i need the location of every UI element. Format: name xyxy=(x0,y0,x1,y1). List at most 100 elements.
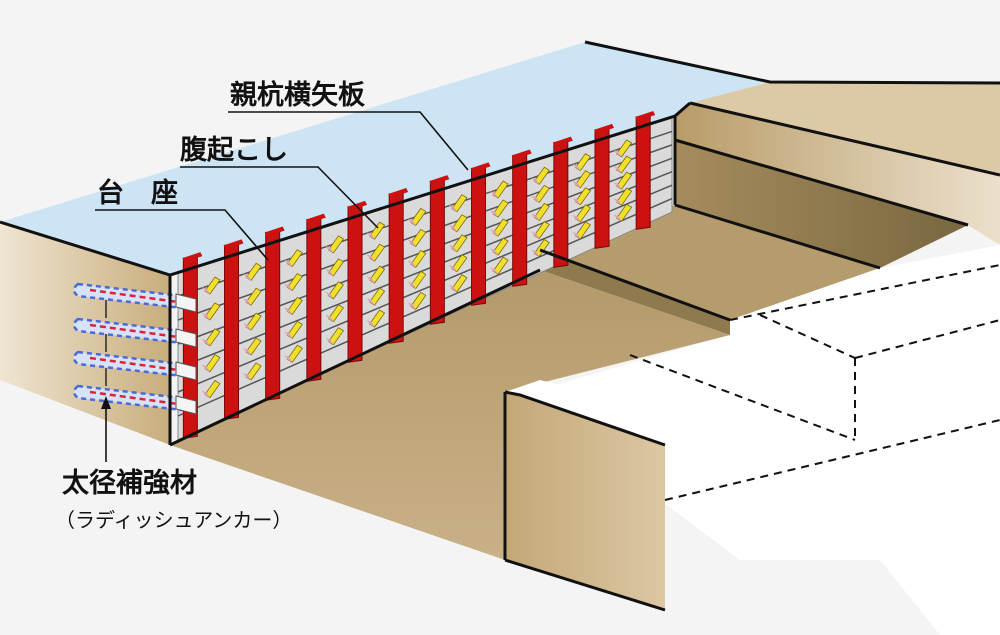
left-soil-base xyxy=(0,380,500,635)
soldier-pile xyxy=(306,217,322,382)
pedestal-base xyxy=(448,224,457,232)
pedestal xyxy=(616,139,633,158)
pile-cap xyxy=(552,136,573,147)
soldier-pile xyxy=(265,229,281,401)
pile-cap xyxy=(388,187,409,198)
pedestal-base xyxy=(243,273,252,281)
front-block-top xyxy=(505,380,740,445)
pedestal xyxy=(204,276,221,295)
pedestal-base xyxy=(243,348,252,356)
pedestal-base xyxy=(407,302,416,310)
anchor-plate xyxy=(175,293,197,313)
pedestal xyxy=(574,170,592,189)
pedestal-base xyxy=(572,231,581,239)
pedestal xyxy=(245,337,262,356)
soldier-pile xyxy=(388,191,404,344)
pedestal xyxy=(533,184,550,203)
front-block-face xyxy=(505,392,665,610)
pedestal-base xyxy=(325,268,334,276)
pedestal-base xyxy=(325,291,334,299)
pedestal xyxy=(574,221,592,240)
pedestal xyxy=(204,302,221,321)
pedestal xyxy=(204,354,221,373)
pedestal-base xyxy=(284,259,293,267)
pedestal-base xyxy=(284,283,293,291)
pedestal-base xyxy=(613,149,622,157)
pedestal xyxy=(245,262,262,281)
soldier-pile xyxy=(553,140,569,268)
pedestal-base xyxy=(531,231,540,239)
soldier-pile xyxy=(512,152,528,287)
dashed-future-lines xyxy=(629,264,1000,501)
pedestal-base xyxy=(448,264,457,272)
excavation-floor xyxy=(170,270,730,560)
waler-line xyxy=(177,184,673,393)
pile-cap xyxy=(511,149,532,160)
label-reinforcement: 太径補強材 xyxy=(62,468,197,499)
pedestal-base xyxy=(448,284,457,292)
pedestal xyxy=(616,171,633,190)
pedestal-base xyxy=(243,372,252,380)
label-waler: 腹起こし xyxy=(180,135,288,166)
pile-cap xyxy=(305,213,326,224)
waler-line xyxy=(177,197,673,417)
pedestal-base xyxy=(366,232,375,240)
excavation-back-face xyxy=(675,140,968,268)
pedestal-base xyxy=(284,331,293,339)
anchor-core xyxy=(89,288,179,304)
pedestal-base xyxy=(201,390,210,398)
pile-cap xyxy=(594,123,615,134)
pedestal-base xyxy=(572,163,581,171)
anchor-plate xyxy=(175,361,197,381)
pedestal-base xyxy=(407,281,416,289)
pedestal xyxy=(204,328,221,347)
far-bank-top xyxy=(690,82,1000,175)
pedestal-base xyxy=(613,198,622,206)
pedestal-base xyxy=(201,312,210,320)
pedestal xyxy=(533,220,550,240)
pedestal-base xyxy=(572,214,581,222)
pedestal-base xyxy=(531,249,540,257)
soldier-pile xyxy=(594,127,610,249)
pedestal-base xyxy=(531,177,540,185)
anchor-core xyxy=(89,323,179,339)
pedestal-base xyxy=(325,314,334,322)
pedestal-base xyxy=(490,248,499,256)
soldier-pile xyxy=(635,114,651,230)
pedestal-base xyxy=(284,355,293,363)
pedestal xyxy=(533,238,550,258)
pile-cap xyxy=(429,175,450,186)
leader-arrowhead xyxy=(101,396,111,409)
pedestal-base xyxy=(325,245,334,253)
pedestal-base xyxy=(366,298,375,306)
pedestal-base xyxy=(201,287,210,295)
pedestal-base xyxy=(490,210,499,218)
pedestal xyxy=(574,204,592,223)
pedestal-base xyxy=(325,337,334,345)
pedestal-base xyxy=(284,307,293,315)
ground-surface xyxy=(0,42,770,275)
pedestal-base xyxy=(572,180,581,188)
anchor-plate xyxy=(175,395,197,415)
pile-cap xyxy=(635,110,656,121)
pedestal-base xyxy=(531,195,540,203)
pedestal-base xyxy=(201,338,210,346)
waler-line xyxy=(177,157,673,345)
pedestal-base xyxy=(366,254,375,262)
pedestal-base xyxy=(490,267,499,275)
left-soil-face xyxy=(0,222,170,445)
pedestal xyxy=(616,203,633,222)
pile-cap xyxy=(470,162,491,173)
pedestal xyxy=(574,187,592,206)
waler-line xyxy=(177,130,673,297)
anchor-plate xyxy=(175,328,197,348)
pedestal-base xyxy=(572,197,581,205)
pedestal xyxy=(533,166,550,185)
pedestal-base xyxy=(407,218,416,226)
pedestal-base xyxy=(448,244,457,252)
pedestal-base xyxy=(366,320,375,328)
pedestal xyxy=(245,312,262,331)
soldier-pile xyxy=(224,242,240,420)
pedestal xyxy=(616,155,633,174)
